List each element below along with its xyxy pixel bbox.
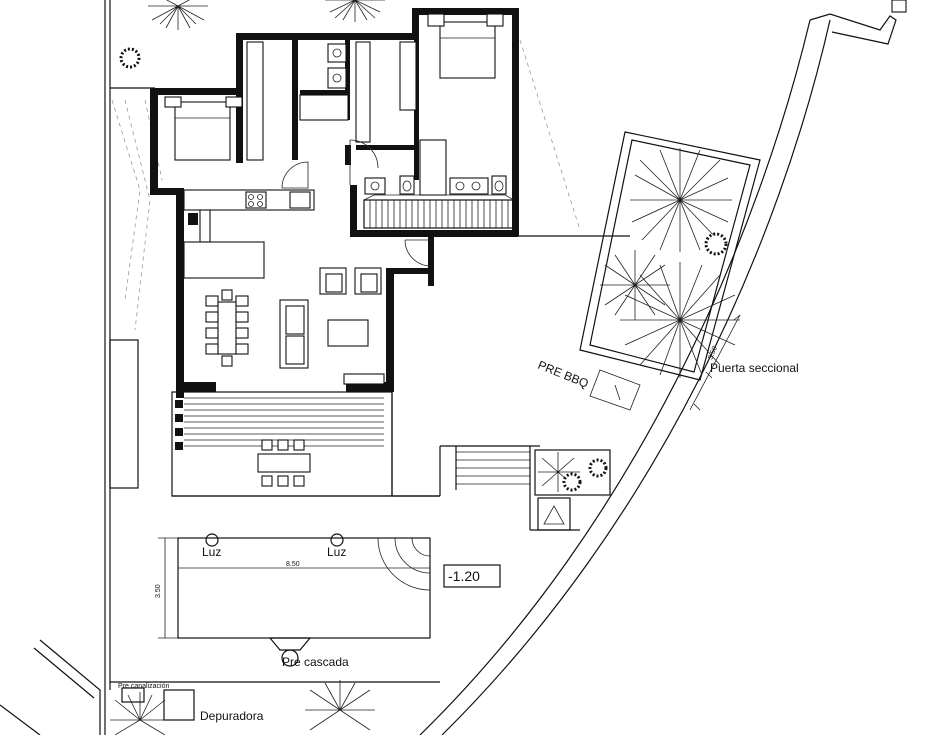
terrace <box>171 391 393 497</box>
pool-level-label: -1.20 <box>448 568 480 584</box>
gate-label: Puerta seccional <box>710 361 799 375</box>
bed-left <box>164 96 243 161</box>
door-swings <box>281 139 432 267</box>
interior-partitions <box>246 41 447 196</box>
armchairs <box>319 267 382 295</box>
tree-lower-right <box>620 262 740 378</box>
tree-bottom-mid <box>305 680 375 731</box>
bathroom-fixtures <box>327 43 507 195</box>
tree-planter-lower <box>538 452 608 492</box>
pool <box>158 537 431 639</box>
shrub-right <box>704 232 728 256</box>
kitchen <box>183 189 315 279</box>
dining-table-interior <box>205 289 249 367</box>
planter-upper-right <box>579 131 761 381</box>
pool-light-2 <box>330 533 344 547</box>
tree-top-mid <box>325 0 385 22</box>
gate-width-dimension: 3.50 <box>707 345 719 360</box>
sofa <box>279 299 309 369</box>
tree-mid-right <box>600 250 670 320</box>
pool-light-1 <box>205 533 219 547</box>
platform-outlines <box>110 235 630 683</box>
bed-right <box>427 13 504 79</box>
planter-lower <box>534 449 611 531</box>
coffee-table <box>327 319 385 385</box>
pool-light-label-2: Luz <box>327 545 346 559</box>
sectional-gate <box>689 314 741 411</box>
canalizacion-label: Pre canalización <box>118 683 169 690</box>
pool-length-dimension: 8.50 <box>286 561 300 568</box>
bbq-area <box>589 369 641 411</box>
internal-stair <box>363 194 515 229</box>
pool-level-box <box>443 564 501 588</box>
shrub-top-left <box>119 47 141 69</box>
tree-top-left <box>148 0 208 30</box>
filter-box <box>121 687 195 721</box>
tree-upper-right <box>630 148 732 252</box>
bbq-label: PRE BBQ <box>536 358 591 391</box>
pool-width-dimension: 3.50 <box>155 584 162 598</box>
terrace-dining-table <box>257 439 311 487</box>
filter-label: Depuradora <box>200 709 264 723</box>
lower-left-wall <box>0 639 101 735</box>
cascade <box>268 637 312 667</box>
pool-light-label-1: Luz <box>202 545 221 559</box>
plot-boundary <box>104 0 155 735</box>
tree-bottom-left <box>110 692 170 735</box>
cascade-label: Pre cascada <box>282 655 349 669</box>
